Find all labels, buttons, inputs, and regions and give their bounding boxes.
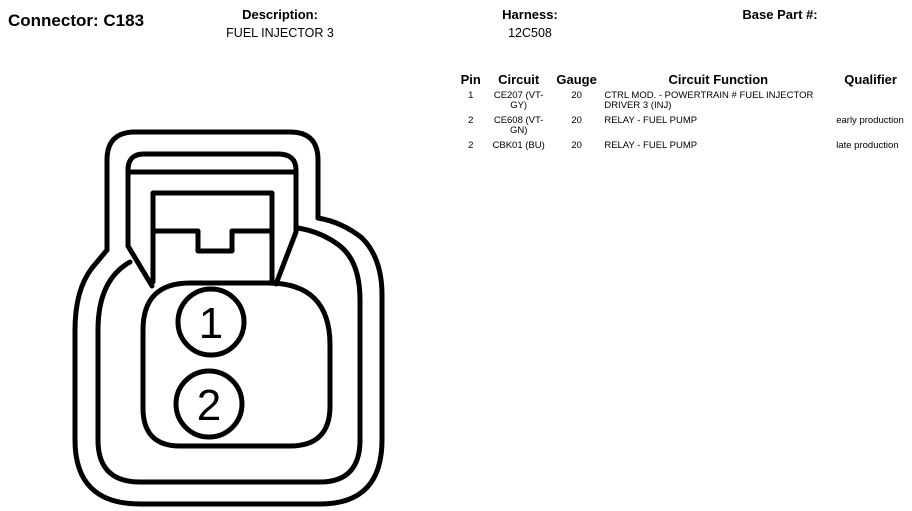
- connector-face-diagram: 1 2: [72, 129, 385, 507]
- table-row: 1 CE207 (VT-GY) 20 CTRL MOD. - POWERTRAI…: [455, 88, 907, 113]
- cell-pin: 2: [468, 115, 474, 126]
- cell-circuit: CBK01 (BU): [492, 140, 545, 151]
- cell-gauge: 20: [571, 115, 582, 126]
- housing-inner-outline: [95, 225, 363, 485]
- table-row: 2 CE608 (VT-GN) 20 RELAY - FUEL PUMP ear…: [455, 113, 907, 138]
- base-part-block: Base Part #:: [720, 7, 840, 26]
- header-pin: Pin: [460, 72, 481, 87]
- cell-function: RELAY - FUEL PUMP: [604, 140, 698, 151]
- keyway-slot: [150, 190, 275, 285]
- table-row: 2 CBK01 (BU) 20 RELAY - FUEL PUMP late p…: [455, 138, 907, 153]
- cell-circuit: CE608 (VT-GN): [493, 115, 544, 136]
- pin-table-header: Pin Circuit Gauge Circuit Function Quali…: [455, 72, 907, 88]
- pin-2-label: 2: [197, 381, 221, 430]
- pin-1-label: 1: [199, 299, 223, 348]
- description-value: FUEL INJECTOR 3: [226, 26, 334, 40]
- housing-outer-outline: [72, 215, 385, 507]
- pin-cavity: [140, 280, 333, 449]
- cell-qualifier: early production: [836, 115, 904, 126]
- cell-pin: 2: [468, 140, 474, 151]
- header-gauge: Gauge: [556, 72, 597, 87]
- header-circuit: Circuit: [498, 72, 540, 87]
- harness-value: 12C508: [508, 26, 552, 40]
- header-qualifier: Qualifier: [844, 72, 897, 87]
- description-block: Description: FUEL INJECTOR 3: [200, 7, 360, 40]
- cell-function: CTRL MOD. - POWERTRAIN # FUEL INJECTOR D…: [604, 90, 814, 111]
- latch-arch-outer: [104, 129, 321, 253]
- cell-gauge: 20: [571, 90, 582, 101]
- cell-pin: 1: [468, 90, 474, 101]
- cell-qualifier: late production: [836, 140, 899, 151]
- pin-1-circle: [175, 286, 247, 358]
- harness-block: Harness: 12C508: [470, 7, 590, 40]
- pin-2-circle: [173, 368, 245, 440]
- pin-table: Pin Circuit Gauge Circuit Function Quali…: [455, 72, 907, 153]
- base-part-label: Base Part #:: [742, 7, 818, 22]
- cell-circuit: CE207 (VT-GY): [493, 90, 544, 111]
- cell-gauge: 20: [571, 140, 582, 151]
- cell-function: RELAY - FUEL PUMP: [604, 115, 698, 126]
- harness-label: Harness:: [502, 7, 558, 22]
- description-label: Description:: [242, 7, 318, 22]
- connector-title: Connector: C183: [8, 11, 145, 30]
- keyway-notch: [150, 228, 275, 254]
- latch-arch-inner: [125, 151, 299, 289]
- header-circuit-function: Circuit Function: [668, 72, 769, 87]
- cell-qualifier: [834, 88, 907, 113]
